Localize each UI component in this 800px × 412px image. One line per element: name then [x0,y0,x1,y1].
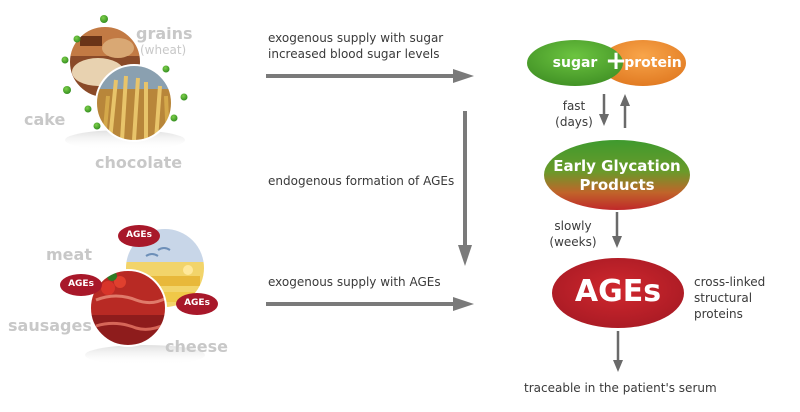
crosslinked-line3: proteins [694,307,743,321]
fast-down-arrow [599,94,609,126]
chocolate-label: chocolate [95,153,183,172]
wheat-label: (wheat) [140,43,187,57]
meat-label: meat [46,245,92,264]
sugar-node-label: sugar [552,55,598,71]
fast-up-arrow [620,94,630,128]
traceable-arrow [613,331,623,372]
fast-label: fast (days) [548,98,600,130]
green-dots [61,15,188,130]
crosslinked-label: cross-linked structural proteins [694,274,774,322]
ages-badge-label-1: AGEs [126,230,152,240]
ages-node-shape [552,258,684,328]
early-glycation-node-shape [544,140,690,210]
sugar-supply-line1: exogenous supply with sugar [268,31,444,45]
ages-badge-label-2: AGEs [68,279,94,289]
grains-label: grains [136,24,193,43]
early-glycation-line2: Products [579,176,655,194]
fast-label-line1: fast [562,99,586,113]
endogenous-label: endogenous formation of AGEs [268,174,455,188]
early-glycation-label: Early Glycation Products [544,157,690,195]
crosslinked-line1: cross-linked [694,275,766,289]
slowly-label-line2: (weeks) [549,235,597,249]
slowly-label-line1: slowly [554,219,592,233]
cheese-label: cheese [165,337,228,356]
protein-node-shape [600,40,686,86]
ages-badge-shape-3 [176,293,218,315]
sausages-label: sausages [8,316,92,335]
plus-sign: + [605,46,627,76]
ages-node-label: AGEs [574,274,662,309]
slowly-arrow [612,212,622,248]
early-glycation-line1: Early Glycation [553,157,681,175]
sugar-foods-image [65,25,185,150]
ages-badge-shape-1 [118,225,160,247]
endogenous-arrow [458,111,472,266]
ages-supply-label: exogenous supply with AGEs [268,275,441,289]
slowly-label: slowly (weeks) [543,218,603,250]
sugar-supply-line2: increased blood sugar levels [268,47,440,61]
cake-label: cake [24,110,66,129]
ages-badge-shape-2 [60,274,102,296]
fast-label-line2: (days) [555,115,593,129]
protein-node-label: protein [624,55,682,71]
sugar-node-shape [527,40,623,86]
ages-foods-image [85,227,206,365]
sugar-supply-arrow [266,69,474,83]
ages-supply-arrow [266,297,474,311]
ages-badge-label-3: AGEs [184,298,210,308]
crosslinked-line2: structural [694,291,753,305]
traceable-label: traceable in the patient's serum [524,381,717,395]
